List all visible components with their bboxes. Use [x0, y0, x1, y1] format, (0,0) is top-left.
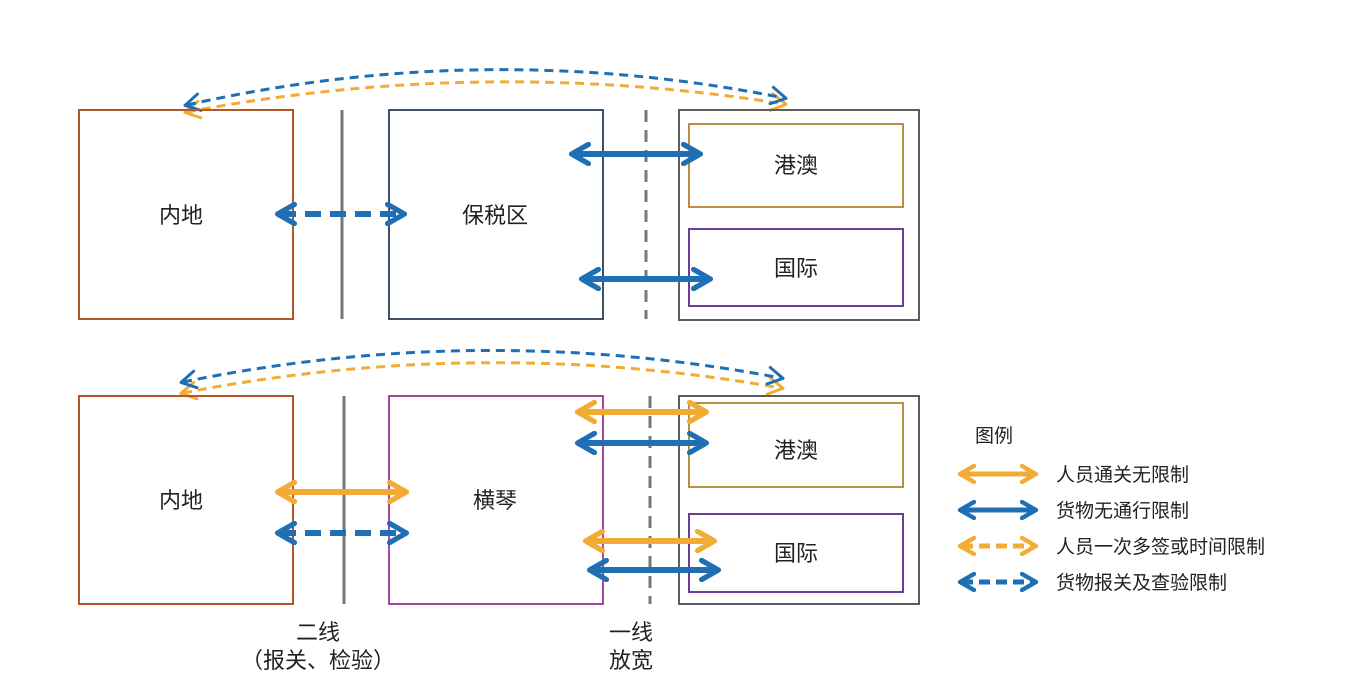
top-outer-box: [678, 109, 920, 321]
bottom-diagram: 内地 横琴 港澳 国际: [78, 348, 920, 605]
bottom-mainland-label: 内地: [159, 489, 203, 514]
second-line-caption: 二线: [296, 621, 340, 646]
bottom-curve-blue: [179, 348, 785, 390]
top-diagram: 内地 保税区 港澳 国际: [78, 68, 920, 321]
bottom-outer-box: [678, 395, 920, 605]
legend: 图例 人员通关无限制 货物无通行限制 人员一次多签或时间限制 货物报关及查验限制: [962, 425, 1265, 594]
legend-label-people-limited: 人员一次多签或时间限制: [1056, 536, 1265, 558]
legend-label-people-free: 人员通关无限制: [1056, 464, 1189, 486]
first-line-caption: 一线: [609, 621, 653, 646]
top-hk-macao-label: 港澳: [774, 154, 818, 179]
legend-label-goods-free: 货物无通行限制: [1056, 500, 1189, 522]
bottom-international-label: 国际: [774, 542, 818, 567]
legend-label-goods-customs: 货物报关及查验限制: [1056, 572, 1227, 594]
bottom-hk-macao-label: 港澳: [774, 439, 818, 464]
top-mainland-label: 内地: [159, 204, 203, 229]
legend-title: 图例: [975, 425, 1013, 447]
second-line-subcaption: （报关、检验）: [241, 649, 395, 674]
bottom-hengqin-label: 横琴: [473, 489, 517, 514]
first-line-subcaption: 放宽: [609, 649, 653, 674]
top-international-label: 国际: [774, 257, 818, 282]
bottom-international-box: [688, 513, 904, 593]
top-curve-blue: [183, 68, 788, 112]
top-bonded-zone-label: 保税区: [462, 204, 528, 229]
